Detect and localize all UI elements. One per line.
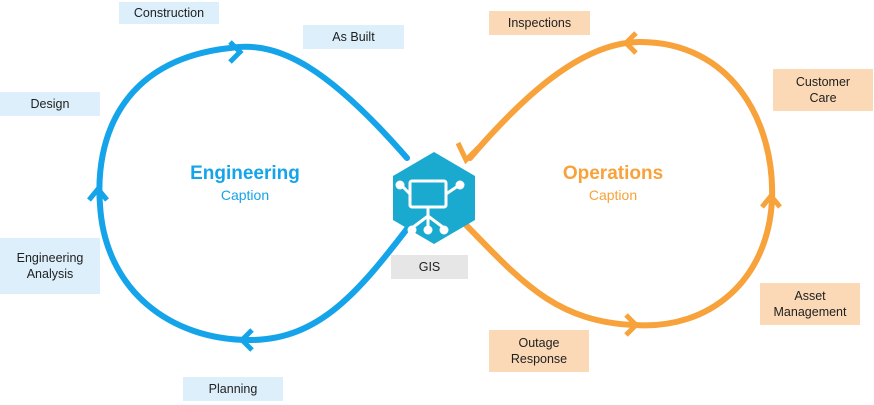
stage-inspections-label: Inspections	[507, 16, 572, 30]
stage-design: Design	[0, 92, 100, 116]
stage-as-built-label: As Built	[332, 30, 375, 44]
gis-hexagon	[393, 152, 475, 244]
stage-customer-care: Customer Care	[773, 69, 873, 111]
arrow-left-icon	[622, 31, 638, 55]
engineering-loop-path	[96, 43, 413, 344]
stage-asset-line1: Asset	[794, 289, 826, 303]
gis-label-box: GIS	[391, 255, 468, 279]
stage-outage-line2: Response	[510, 352, 568, 366]
arrow-right-icon	[228, 40, 244, 64]
arrow-left-icon	[238, 328, 254, 352]
stage-planning: Planning	[183, 377, 283, 401]
stage-outage-line1: Outage	[518, 336, 560, 350]
arrow-into-hub-icon	[455, 141, 480, 165]
stage-analysis-line1: Engineering	[16, 251, 84, 265]
stage-inspections: Inspections	[489, 11, 590, 35]
stage-as-built: As Built	[303, 25, 404, 49]
arrow-up-icon	[760, 192, 782, 209]
stage-planning-label: Planning	[208, 382, 258, 396]
engineering-title: Engineering	[190, 163, 300, 184]
arrow-right-icon	[624, 313, 640, 337]
arrow-up-icon	[87, 185, 109, 202]
stage-outage-response: Outage Response	[489, 330, 589, 372]
stage-analysis-line2: Analysis	[26, 267, 74, 281]
engineering-caption: Caption	[220, 187, 270, 203]
stage-design-label: Design	[30, 97, 70, 111]
stage-asset-management: Asset Management	[760, 283, 860, 325]
stage-asset-line2: Management	[773, 305, 847, 319]
stage-care-line1: Customer	[795, 75, 851, 89]
stage-construction-label: Construction	[133, 6, 205, 20]
operations-title: Operations	[562, 163, 664, 184]
stage-construction: Construction	[119, 2, 219, 24]
stage-engineering-analysis: Engineering Analysis	[0, 238, 100, 294]
gis-network-icon	[395, 179, 465, 235]
stage-care-line2: Care	[809, 91, 837, 105]
gis-label: GIS	[418, 260, 441, 274]
operations-caption: Caption	[588, 187, 638, 203]
